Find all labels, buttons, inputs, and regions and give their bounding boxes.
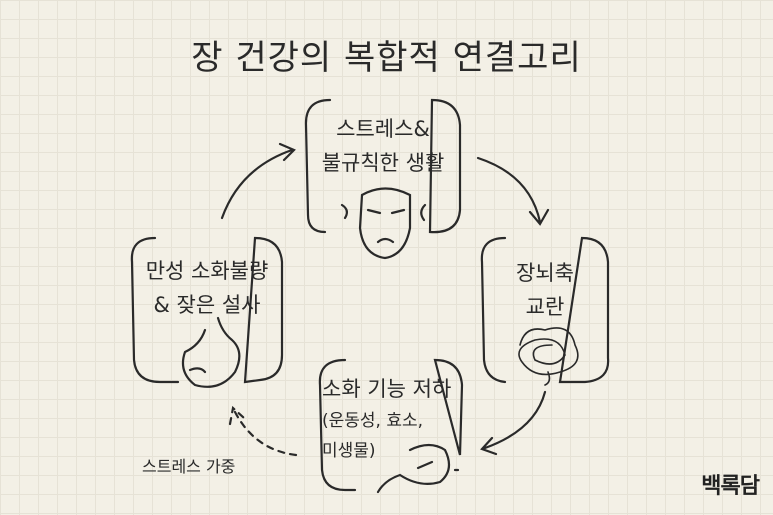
gut-brain-box — [480, 236, 610, 384]
node-stress-line2: 불규칙한 생활 — [321, 151, 445, 175]
digestion-box — [318, 358, 464, 492]
feedback-label: 스트레스 가중 — [142, 457, 236, 476]
arrow-stress-to-gutbrain — [476, 156, 550, 226]
node-digestion-line1: 소화 기능 저하 — [322, 377, 452, 401]
node-digestion-line3: 미생물) — [322, 441, 376, 461]
chronic-box — [130, 236, 284, 384]
node-digestion: 소화 기능 저하 (운동성, 효소, 미생물) — [322, 372, 451, 466]
node-gut-brain: 장뇌축 교란 — [482, 256, 608, 324]
arrow-digestion-to-chronic — [228, 405, 298, 457]
node-digestion-line2: (운동성, 효소, — [322, 411, 424, 431]
stomach-icon-chronic — [181, 316, 241, 388]
stressed-face-icon — [340, 187, 427, 260]
tangled-knot-icon — [518, 327, 579, 386]
arrow-chronic-to-stress — [220, 142, 296, 220]
node-chronic-line1: 만성 소화불량 — [145, 259, 269, 283]
page-title: 장 건강의 복합적 연결고리 — [191, 38, 582, 78]
node-gut-brain-line2: 교란 — [525, 295, 565, 319]
brand-logo: 백록담 — [701, 474, 760, 499]
node-chronic: 만성 소화불량 & 잦은 설사 — [132, 254, 282, 322]
node-stress: 스트레스& 불규칙한 생활 — [306, 112, 460, 180]
node-stress-line1: 스트레스& — [336, 117, 430, 141]
node-gut-brain-line1: 장뇌축 — [516, 261, 574, 285]
arrow-gutbrain-to-digestion — [480, 390, 547, 456]
node-chronic-line2: & 잦은 설사 — [153, 293, 261, 317]
stomach-icon-digestion — [376, 443, 451, 494]
stress-box — [304, 98, 462, 234]
